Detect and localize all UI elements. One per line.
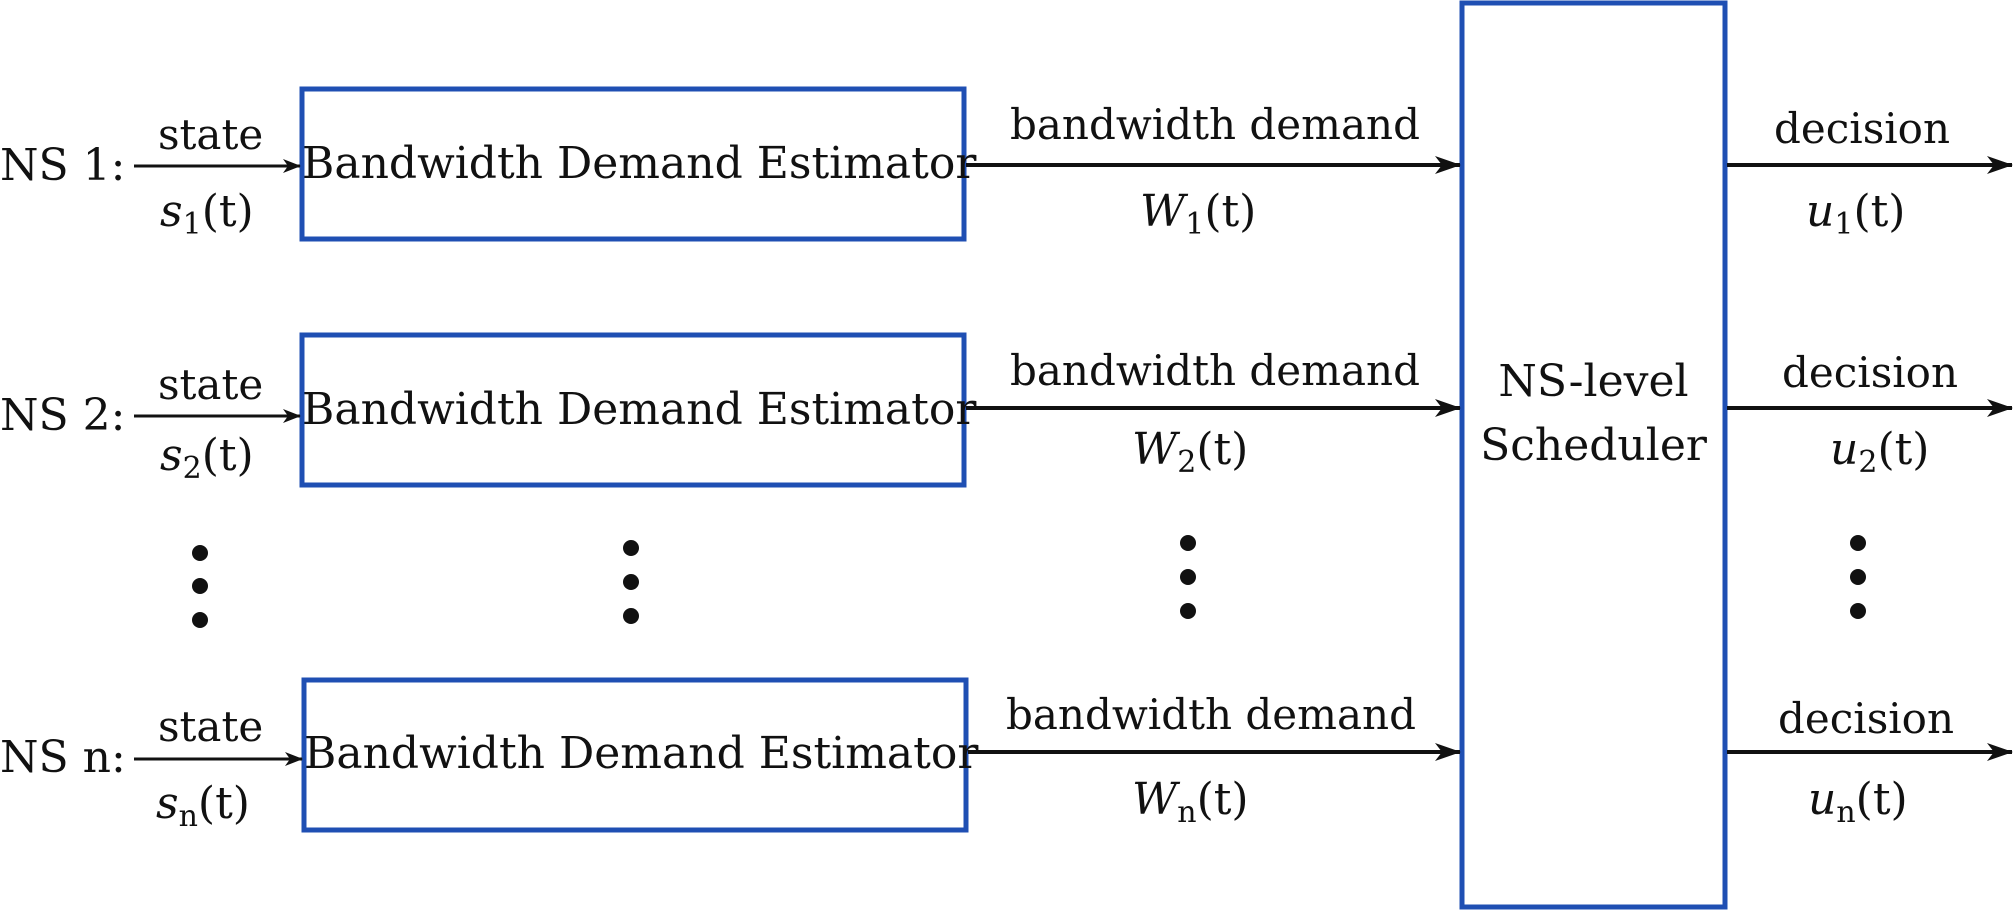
decision-arg-1: (t) xyxy=(1853,186,1906,237)
state-label-2: state xyxy=(158,360,264,409)
demand-arg-1: (t) xyxy=(1204,186,1257,237)
state-symbol-letter-2: s xyxy=(160,430,183,481)
state-symbol-letter-n: s xyxy=(156,778,179,829)
estimator-box-2 xyxy=(299,332,967,488)
decision-subscript-1: 1 xyxy=(1834,207,1854,242)
ellipsis-decision xyxy=(1850,535,1866,619)
demand-symbol-1: W1(t) xyxy=(1140,190,1256,240)
scheduler-line-2: Scheduler xyxy=(1480,419,1707,471)
scheduler-line-1: NS-level xyxy=(1498,356,1689,407)
demand-arg-n: (t) xyxy=(1196,774,1249,825)
estimator-box-n xyxy=(301,677,969,833)
decision-symbol-letter-n: u xyxy=(1808,774,1837,825)
state-arg-2: (t) xyxy=(201,430,254,481)
state-symbol-n: sn(t) xyxy=(156,782,250,832)
state-symbol-2: s2(t) xyxy=(160,434,254,484)
demand-symbol-2: W2(t) xyxy=(1132,428,1248,478)
state-label-n: state xyxy=(158,702,264,751)
demand-symbol-letter-2: W xyxy=(1132,424,1178,475)
decision-arg-2: (t) xyxy=(1877,424,1930,475)
demand-label-2: bandwidth demand xyxy=(1010,346,1420,395)
decision-label-2: decision xyxy=(1782,348,1959,397)
decision-symbol-letter-1: u xyxy=(1806,186,1835,237)
demand-label-n: bandwidth demand xyxy=(1006,690,1416,739)
demand-subscript-n: n xyxy=(1177,795,1197,830)
estimator-label-1: Bandwidth Demand Estimator xyxy=(302,138,977,189)
state-subscript-1: 1 xyxy=(182,207,202,242)
state-arg-1: (t) xyxy=(201,186,254,237)
decision-symbol-letter-2: u xyxy=(1830,424,1859,475)
ns-label-n: NS n: xyxy=(0,732,126,783)
decision-symbol-1: u1(t) xyxy=(1806,190,1905,240)
decision-symbol-2: u2(t) xyxy=(1830,428,1929,478)
state-subscript-2: 2 xyxy=(182,451,202,486)
demand-subscript-2: 2 xyxy=(1177,445,1197,480)
demand-symbol-n: Wn(t) xyxy=(1132,778,1249,828)
state-subscript-n: n xyxy=(178,799,198,834)
ns-label-1: NS 1: xyxy=(0,140,126,191)
estimator-label-n: Bandwidth Demand Estimator xyxy=(304,728,979,779)
estimator-label-2: Bandwidth Demand Estimator xyxy=(302,384,977,435)
decision-label-n: decision xyxy=(1778,694,1955,743)
state-arg-n: (t) xyxy=(197,778,250,829)
demand-label-1: bandwidth demand xyxy=(1010,100,1420,149)
state-symbol-letter-1: s xyxy=(160,186,183,237)
ns-label-2: NS 2: xyxy=(0,390,126,441)
decision-subscript-n: n xyxy=(1836,795,1856,830)
decision-label-1: decision xyxy=(1774,104,1951,153)
decision-symbol-n: un(t) xyxy=(1808,778,1908,828)
ellipsis-state xyxy=(192,545,208,628)
estimator-box-1 xyxy=(299,86,967,242)
scheduler-box xyxy=(1459,0,1728,910)
ellipsis-demand xyxy=(1180,535,1196,619)
demand-symbol-letter-1: W xyxy=(1140,186,1186,237)
state-symbol-1: s1(t) xyxy=(160,190,254,240)
scheduler-label: NS-level Scheduler xyxy=(1462,350,1725,478)
demand-symbol-letter-n: W xyxy=(1132,774,1178,825)
decision-subscript-2: 2 xyxy=(1858,445,1878,480)
decision-arg-n: (t) xyxy=(1855,774,1908,825)
ellipsis-estimator xyxy=(623,540,639,624)
demand-subscript-1: 1 xyxy=(1185,207,1205,242)
state-label-1: state xyxy=(158,110,264,159)
demand-arg-2: (t) xyxy=(1196,424,1249,475)
